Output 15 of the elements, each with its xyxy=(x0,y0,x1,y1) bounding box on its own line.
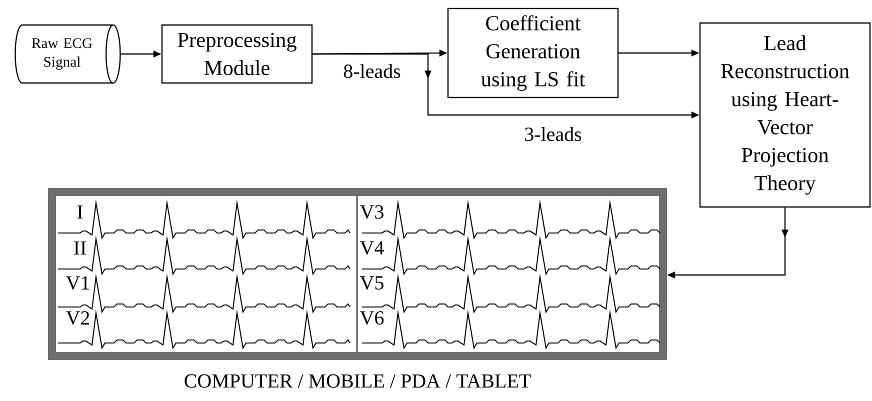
device-label: COMPUTER / MOBILE / PDA / TABLET xyxy=(184,374,531,388)
edge-label: 3-leads xyxy=(525,126,582,142)
lead-label: V2 xyxy=(65,310,91,326)
lead-label: V1 xyxy=(65,276,91,290)
edge-label: 8-leads xyxy=(344,64,400,78)
lead-label: V4 xyxy=(359,240,385,256)
lead-label: I xyxy=(76,204,84,220)
lead-label: V3 xyxy=(359,204,385,220)
lead-label: V6 xyxy=(359,310,385,326)
process-box: Preprocessing Module xyxy=(161,24,313,84)
signal-cylinder: Raw ECG Signal xyxy=(14,24,121,84)
process-box: Coefficient Generation using LS fit xyxy=(447,8,619,98)
lead-label: II xyxy=(72,240,88,256)
lead-label: V5 xyxy=(359,276,385,290)
process-box: Lead Reconstruction using Heart-Vector Projection Theory xyxy=(699,22,871,208)
